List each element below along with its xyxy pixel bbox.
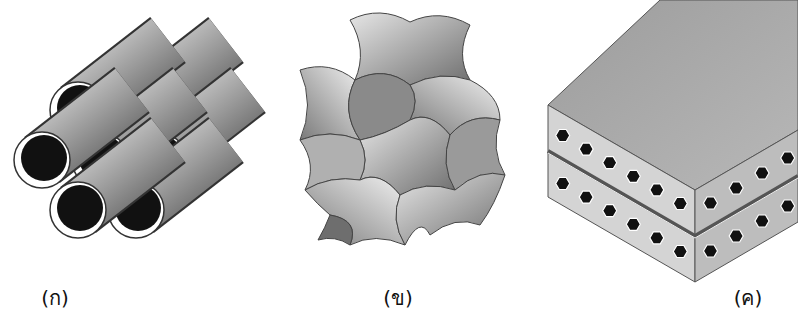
lamellar-block [548, 0, 798, 282]
figure-label: (ข) [383, 286, 413, 310]
figure-label: (ก) [41, 286, 69, 310]
tube-bundle [14, 40, 248, 238]
figure-label: (ค) [734, 286, 763, 310]
gyroid-surface [300, 13, 505, 245]
